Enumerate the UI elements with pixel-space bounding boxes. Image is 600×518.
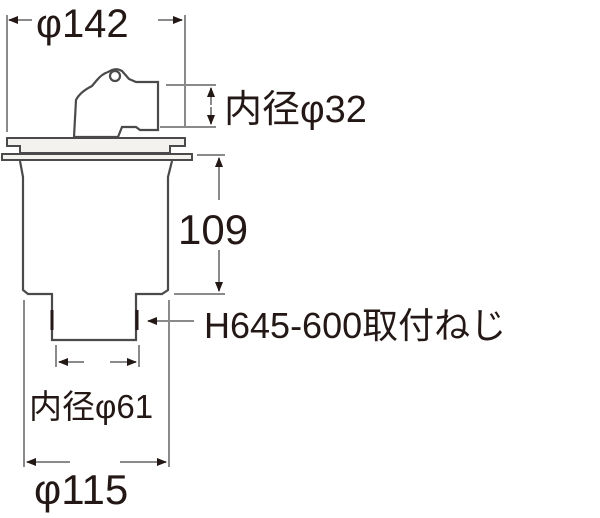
dim-top-diameter xyxy=(6,15,186,132)
dim-bottom-outer xyxy=(23,300,170,467)
dim-bottom-inner xyxy=(55,345,140,367)
drain-body xyxy=(18,160,174,342)
label-bottom-diameter: φ115 xyxy=(34,466,128,513)
dim-outlet xyxy=(160,84,216,128)
lower-flange xyxy=(1,153,193,161)
top-flange xyxy=(6,137,186,154)
label-body-height: 109 xyxy=(178,206,248,253)
outlet-hole xyxy=(108,69,122,83)
dim-height xyxy=(174,154,225,295)
label-outlet-inner-diameter: 内径φ32 xyxy=(224,89,367,131)
label-bottom-inner-diameter: 内径φ61 xyxy=(29,388,153,425)
outlet-elbow xyxy=(72,68,160,139)
label-thread-note: H645-600取付ねじ xyxy=(204,305,506,346)
label-top-diameter: φ142 xyxy=(36,2,129,46)
